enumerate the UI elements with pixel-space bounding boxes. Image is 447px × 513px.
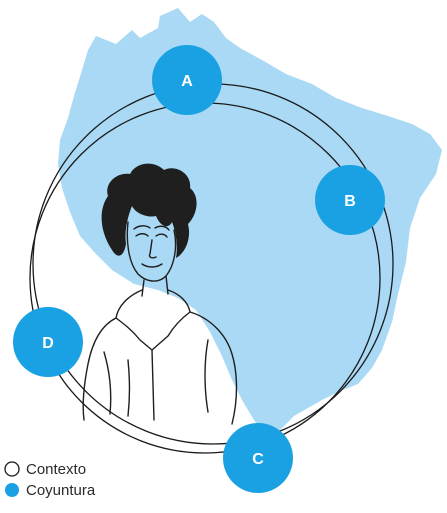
legend-item-contexto: Contexto (4, 461, 86, 478)
mouth (141, 263, 163, 268)
legend-hollow-circle-icon (4, 461, 20, 477)
nose (148, 239, 157, 259)
badge-d[interactable]: D (13, 307, 83, 377)
ear (175, 235, 183, 253)
legend: Contexto Coyuntura (4, 461, 96, 499)
collar (115, 289, 191, 351)
brow-right (154, 225, 170, 231)
legend-label-contexto: Contexto (26, 461, 86, 478)
legend-item-coyuntura: Coyuntura (5, 482, 96, 499)
brazil-map (58, 8, 442, 440)
brow-left (133, 225, 151, 230)
badge-d-circle (13, 307, 83, 377)
badge-b[interactable]: B (315, 165, 385, 235)
shirt-fold-left (103, 351, 112, 415)
badge-c[interactable]: C (223, 423, 293, 493)
face-outline (126, 221, 177, 282)
badge-c-circle (223, 423, 293, 493)
eye-right (155, 233, 168, 238)
neck (141, 275, 169, 297)
badge-a[interactable]: A (152, 45, 222, 115)
badge-c-label: C (252, 451, 264, 468)
hair (101, 163, 197, 258)
eye-left (135, 233, 149, 237)
placket (151, 349, 155, 421)
badge-b-circle (315, 165, 385, 235)
badge-a-circle (152, 45, 222, 115)
shirt-fold-right (204, 339, 209, 413)
shirt-fold-mid (127, 359, 131, 417)
badge-d-label: D (42, 335, 54, 352)
badge-a-label: A (181, 73, 193, 90)
legend-label-coyuntura: Coyuntura (26, 482, 96, 499)
woman-portrait (82, 163, 238, 425)
torso (82, 311, 238, 425)
legend-filled-circle-icon (5, 483, 19, 497)
badge-b-label: B (344, 193, 356, 210)
